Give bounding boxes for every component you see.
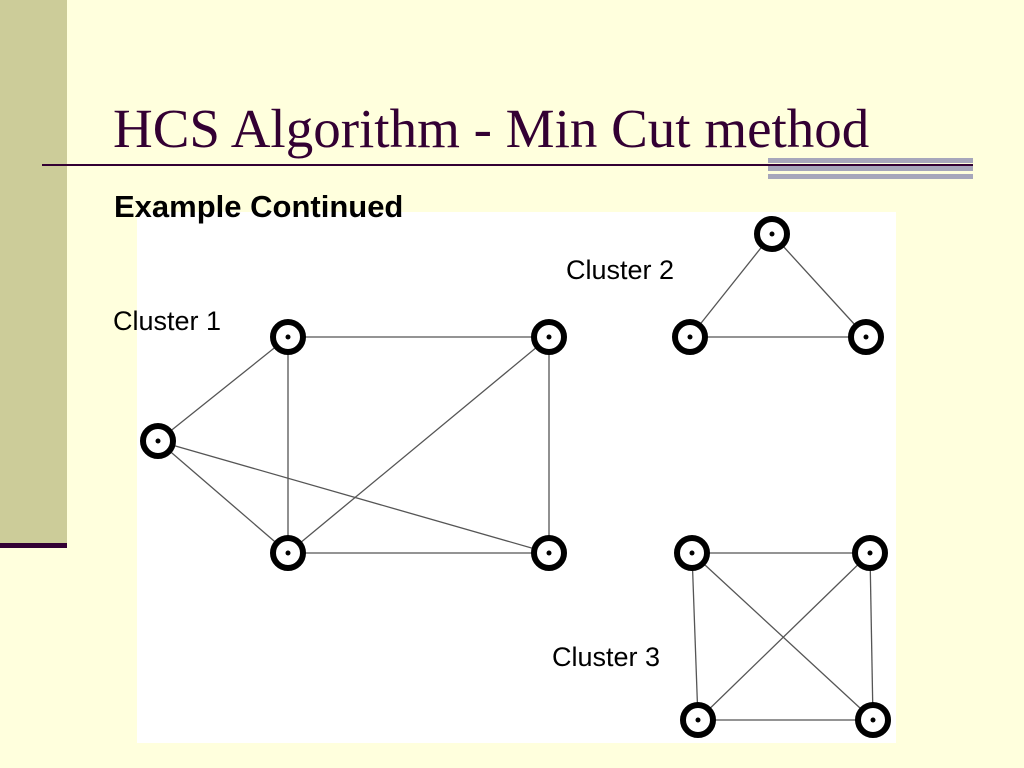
cluster-label: Cluster 2 — [566, 255, 674, 285]
cluster-label: Cluster 1 — [113, 306, 221, 336]
graph-edge — [157, 336, 289, 442]
graph-edge — [691, 552, 874, 721]
node-center-dot — [769, 231, 775, 237]
nodes-layer — [140, 216, 891, 738]
graph-canvas-background — [137, 212, 896, 743]
graph-node — [754, 216, 790, 252]
slide-title: HCS Algorithm - Min Cut method — [113, 98, 870, 159]
graph-node — [270, 535, 306, 571]
title-accent-stripes — [768, 158, 973, 179]
graph-edge — [157, 440, 550, 554]
title-underline — [42, 164, 973, 166]
node-center-dot — [867, 550, 873, 556]
node-center-dot — [689, 550, 695, 556]
graph-edge — [869, 552, 874, 721]
edges-layer — [157, 233, 874, 721]
graph-node — [674, 535, 710, 571]
node-center-dot — [687, 334, 693, 340]
slide-side-bar — [0, 0, 67, 544]
graph-node — [672, 319, 708, 355]
graph-node — [531, 535, 567, 571]
graph-node — [848, 319, 884, 355]
graph-node — [531, 319, 567, 355]
graph-edge — [697, 552, 871, 721]
graph-edge — [689, 233, 773, 338]
graph-edge — [771, 233, 867, 338]
slide-subtitle: Example Continued — [114, 189, 404, 224]
side-bar-accent — [0, 543, 67, 548]
graph-edge — [691, 552, 699, 721]
node-center-dot — [285, 550, 291, 556]
graph-edge — [287, 336, 550, 554]
graph-node — [140, 423, 176, 459]
node-center-dot — [546, 550, 552, 556]
node-center-dot — [155, 438, 161, 444]
node-center-dot — [546, 334, 552, 340]
node-center-dot — [870, 717, 876, 723]
graph-node — [680, 702, 716, 738]
graph-edge — [157, 440, 289, 554]
node-center-dot — [695, 717, 701, 723]
node-center-dot — [285, 334, 291, 340]
labels-layer: Cluster 1 Cluster 2 Cluster 3 — [113, 255, 674, 672]
graph-node — [270, 319, 306, 355]
cluster-label: Cluster 3 — [552, 642, 660, 672]
graph-node — [855, 702, 891, 738]
graph-node — [852, 535, 888, 571]
node-center-dot — [863, 334, 869, 340]
